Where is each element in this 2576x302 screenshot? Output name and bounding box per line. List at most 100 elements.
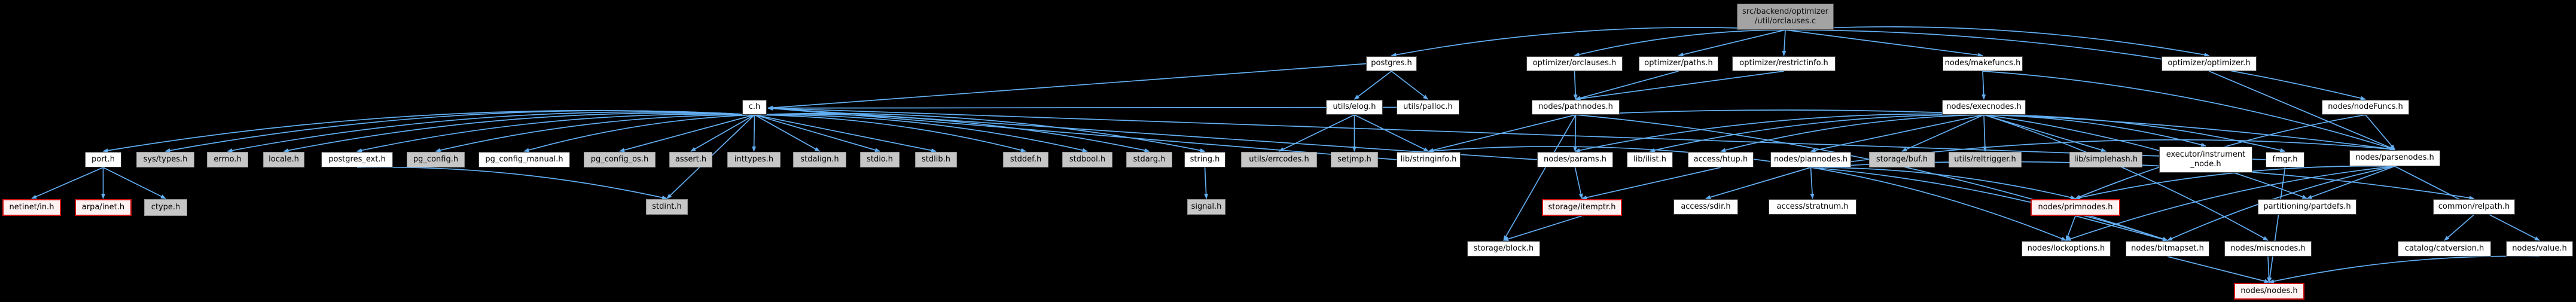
- graph-node-utils-elog-h[interactable]: utils/elog.h: [1326, 100, 1383, 115]
- edge-nodes-execnodes-h-to-fmgr-h: [1983, 114, 2286, 152]
- graph-node-stdarg-h[interactable]: stdarg.h: [1126, 152, 1172, 167]
- edge-nodes-params-h-to-storage-itemptr-h: [1574, 167, 1583, 199]
- edge-nodes-primnodes-h-to-nodes-bitmapset-h: [2075, 215, 2168, 242]
- edge-postgres-h-to-c-h: [767, 63, 1367, 110]
- graph-node-nodes-params-h[interactable]: nodes/params.h: [1537, 152, 1613, 167]
- edge-c-h-to-stdbool-h: [754, 114, 1088, 152]
- edge-root-to-optimizer-optimizer-h: [1785, 26, 2210, 57]
- graph-node-postgres-h[interactable]: postgres.h: [1366, 56, 1417, 71]
- edge-nodes-pathnodes-h-to-lib-stringinfo-h: [1428, 114, 1576, 152]
- graph-node-stdint-h[interactable]: stdint.h: [646, 199, 688, 215]
- graph-node-utils-errcodes-h[interactable]: utils/errcodes.h: [1241, 152, 1317, 167]
- graph-node-ctype-h[interactable]: ctype.h: [144, 199, 187, 216]
- graph-node-sys-types-h[interactable]: sys/types.h: [136, 152, 194, 167]
- graph-node-setjmp-h[interactable]: setjmp.h: [1331, 152, 1378, 167]
- graph-node-nodes-parsenodes-h[interactable]: nodes/parsenodes.h: [2349, 150, 2440, 166]
- graph-node-catalog-catversion-h[interactable]: catalog/catversion.h: [2398, 241, 2491, 257]
- graph-node-partitioning-partdefs-h[interactable]: partitioning/partdefs.h: [2258, 199, 2356, 215]
- graph-node-common-relpath-h[interactable]: common/relpath.h: [2433, 199, 2515, 215]
- graph-node-utils-palloc-h[interactable]: utils/palloc.h: [1397, 100, 1459, 115]
- graph-node-lib-stringinfo-h[interactable]: lib/stringinfo.h: [1397, 152, 1461, 167]
- edge-port-h-to-ctype-h: [103, 167, 166, 199]
- graph-node-stdalign-h[interactable]: stdalign.h: [793, 152, 846, 167]
- edge-nodes-execnodes-h-to-nodes-miscnodes-h: [1983, 114, 2269, 241]
- graph-node-fmgr-h[interactable]: fmgr.h: [2266, 152, 2304, 167]
- graph-node-nodes-lockoptions-h[interactable]: nodes/lockoptions.h: [2022, 241, 2111, 257]
- edge-optimizer-restrictinfo-h-to-nodes-pathnodes-h: [1575, 71, 1784, 101]
- graph-node-pg-config-manual-h[interactable]: pg_config_manual.h: [478, 152, 570, 167]
- graph-node-lib-simplehash-h[interactable]: lib/simplehash.h: [2069, 152, 2142, 167]
- edge-nodes-plannodes-h-to-lib-stringinfo-h: [1428, 146, 1811, 168]
- graph-node-root[interactable]: src/backend/optimizer /util/orclauses.c: [1737, 4, 1834, 30]
- edge-optimizer-paths-h-to-nodes-pathnodes-h: [1575, 71, 1679, 100]
- edge-fmgr-h-to-nodes-nodes-h: [2267, 167, 2286, 283]
- graph-node-storage-block-h[interactable]: storage/block.h: [1467, 241, 1540, 257]
- graph-node-stddef-h[interactable]: stddef.h: [1003, 152, 1048, 167]
- graph-node-storage-buf-h[interactable]: storage/buf.h: [1869, 152, 1935, 167]
- edge-nodes-parsenodes-h-to-partitioning-partdefs-h: [2306, 166, 2395, 199]
- graph-node-optimizer-paths-h[interactable]: optimizer/paths.h: [1639, 56, 1718, 71]
- graph-node-optimizer-optimizer-h[interactable]: optimizer/optimizer.h: [2162, 56, 2257, 71]
- edge-root-to-nodes-nodefuncs-h: [1785, 29, 2366, 100]
- graph-node-signal-h[interactable]: signal.h: [1187, 199, 1225, 215]
- graph-node-c-h[interactable]: c.h: [742, 100, 767, 115]
- edge-nodes-execnodes-h-to-lib-simplehash-h: [1983, 114, 2106, 152]
- graph-node-access-htup-h[interactable]: access/htup.h: [1688, 152, 1754, 167]
- graph-node-storage-itemptr-h[interactable]: storage/itemptr.h: [1542, 199, 1622, 216]
- edge-postgres-ext-h-to-stdint-h: [356, 166, 667, 200]
- graph-node-assert-h[interactable]: assert.h: [669, 152, 712, 167]
- graph-node-nodes-value-h[interactable]: nodes/value.h: [2506, 241, 2573, 257]
- graph-node-utils-reltrigger-h[interactable]: utils/reltrigger.h: [1949, 152, 2022, 167]
- edge-utils-elog-h-to-utils-errcodes-h: [1278, 114, 1355, 152]
- edge-c-h-to-string-h: [754, 112, 1206, 152]
- graph-node-nodes-execnodes-h[interactable]: nodes/execnodes.h: [1942, 100, 2026, 115]
- edge-fmgr-h-to-c-h: [767, 106, 2266, 160]
- edge-nodes-execnodes-h-to-utils-reltrigger-h: [1983, 114, 1987, 152]
- graph-node-nodes-miscnodes-h[interactable]: nodes/miscnodes.h: [2224, 241, 2312, 257]
- edge-nodes-plannodes-h-to-nodes-primnodes-h: [1810, 167, 2076, 200]
- edge-c-h-to-stdio-h: [754, 114, 880, 152]
- graph-node-inttypes-h[interactable]: inttypes.h: [727, 152, 781, 167]
- edge-nodes-execnodes-h-to-lib-ilist-h: [1649, 114, 1984, 152]
- graph-node-executor-instrument-node-h[interactable]: executor/instrument _node.h: [2159, 147, 2252, 173]
- graph-node-port-h[interactable]: port.h: [85, 152, 121, 167]
- edge-nodes-value-h-to-nodes-nodes-h: [2269, 255, 2540, 283]
- edge-nodes-bitmapset-h-to-nodes-nodes-h: [2167, 256, 2270, 283]
- edge-nodes-execnodes-h-to-partitioning-partdefs-h: [1983, 114, 2308, 199]
- graph-node-stdlib-h[interactable]: stdlib.h: [915, 152, 957, 167]
- graph-node-stdio-h[interactable]: stdio.h: [860, 152, 900, 167]
- graph-node-nodes-nodes-h[interactable]: nodes/nodes.h: [2234, 283, 2304, 300]
- graph-node-stdbool-h[interactable]: stdbool.h: [1062, 152, 1112, 167]
- graph-node-nodes-nodefuncs-h[interactable]: nodes/nodeFuncs.h: [2322, 100, 2409, 115]
- graph-node-nodes-bitmapset-h[interactable]: nodes/bitmapset.h: [2126, 241, 2209, 257]
- graph-node-errno-h[interactable]: errno.h: [207, 152, 248, 167]
- edge-c-h-to-assert-h: [690, 114, 755, 152]
- edge-c-h-to-inttypes-h: [752, 114, 757, 152]
- graph-node-pg-config-os-h[interactable]: pg_config_os.h: [584, 152, 656, 167]
- graph-node-access-stratnum-h[interactable]: access/stratnum.h: [1769, 199, 1856, 215]
- graph-node-nodes-primnodes-h[interactable]: nodes/primnodes.h: [2031, 199, 2120, 216]
- edge-root-to-postgres-h: [1391, 27, 1786, 57]
- graph-node-nodes-makefuncs-h[interactable]: nodes/makefuncs.h: [1943, 56, 2023, 71]
- graph-node-nodes-plannodes-h[interactable]: nodes/plannodes.h: [1770, 152, 1851, 167]
- graph-node-access-sdir-h[interactable]: access/sdir.h: [1673, 199, 1738, 215]
- graph-node-string-h[interactable]: string.h: [1184, 152, 1225, 167]
- graph-node-optimizer-orclauses-h[interactable]: optimizer/orclauses.h: [1526, 56, 1623, 71]
- edge-nodes-pathnodes-h-to-storage-block-h: [1503, 114, 1577, 241]
- edge-c-h-to-stddef-h: [754, 114, 1026, 152]
- graph-node-netinet-in-h[interactable]: netinet/in.h: [2, 199, 61, 216]
- edge-nodes-pathnodes-h-to-nodes-params-h: [1573, 114, 1578, 152]
- edge-c-h-to-stdlib-h: [754, 114, 937, 152]
- edge-root-to-optimizer-paths-h: [1678, 29, 1786, 57]
- graph-node-nodes-pathnodes-h[interactable]: nodes/pathnodes.h: [1532, 100, 1620, 115]
- edge-c-h-to-pg-config-manual-h: [523, 114, 755, 152]
- graph-node-optimizer-restrictinfo-h[interactable]: optimizer/restrictinfo.h: [1732, 56, 1836, 71]
- graph-node-pg-config-h[interactable]: pg_config.h: [407, 152, 465, 167]
- edge-root-to-nodes-makefuncs-h: [1785, 29, 1983, 57]
- graph-node-postgres-ext-h[interactable]: postgres_ext.h: [321, 152, 393, 167]
- graph-node-locale-h[interactable]: locale.h: [263, 152, 304, 167]
- graph-node-arpa-inet-h[interactable]: arpa/inet.h: [75, 199, 132, 216]
- graph-node-lib-ilist-h[interactable]: lib/ilist.h: [1627, 152, 1673, 167]
- edge-c-h-to-pg-config-os-h: [619, 114, 755, 152]
